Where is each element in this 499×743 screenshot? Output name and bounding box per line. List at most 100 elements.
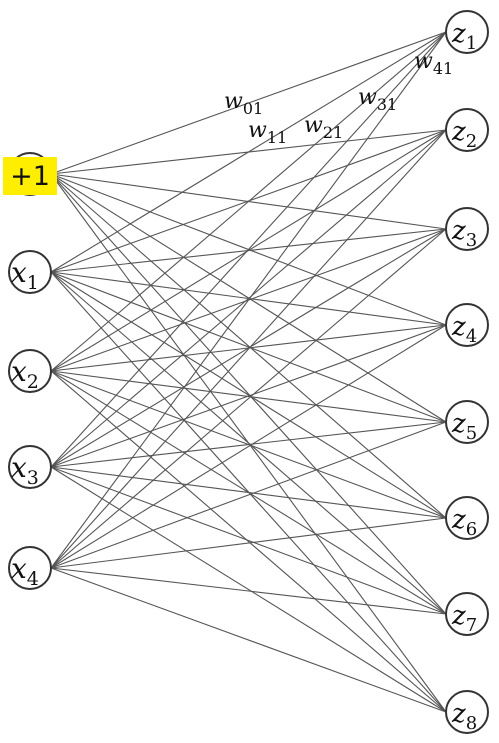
weight-label-w21: w21 (304, 113, 343, 142)
output-node-circle (445, 690, 489, 734)
bias-label: +1 (10, 161, 50, 192)
input-var: x (11, 451, 27, 484)
output-sub: 4 (466, 326, 477, 347)
edge-x4-z1 (50, 31, 447, 569)
edge-x2-z8 (50, 370, 447, 713)
output-node-label: z2 (451, 117, 477, 152)
output-sub: 8 (466, 713, 477, 734)
output-node-z7: z7 (445, 592, 489, 636)
weight-sub: 41 (433, 59, 453, 78)
edge-x4-z6 (50, 517, 447, 569)
edge-x3-z1 (50, 31, 447, 468)
edge-x4-z5 (50, 421, 447, 569)
weight-var: w (414, 49, 433, 74)
weight-var: w (358, 85, 377, 110)
weight-sub: 01 (243, 99, 263, 118)
output-node-z2: z2 (445, 108, 489, 152)
edge-x4-z2 (50, 129, 447, 569)
output-node-z1: z1 (445, 10, 489, 54)
edge-x2-z1 (50, 31, 447, 372)
edge-x3-z4 (50, 324, 447, 468)
input-node-x3: x3 (8, 445, 52, 489)
output-var: z (451, 117, 466, 147)
output-sub: 3 (466, 230, 477, 251)
output-node-label: z5 (451, 409, 477, 444)
output-var: z (451, 699, 466, 729)
edge-x3-z8 (50, 466, 447, 713)
input-node-label: x3 (11, 451, 39, 489)
input-var: x (11, 256, 27, 289)
input-node-x2: x2 (8, 349, 52, 393)
edge-bias-z7 (50, 173, 447, 615)
input-node-circle (8, 445, 52, 489)
output-node-z3: z3 (445, 207, 489, 251)
output-node-z8: z8 (445, 690, 489, 734)
input-node-x1: x1 (8, 250, 52, 294)
output-node-circle (445, 207, 489, 251)
edge-x1-z6 (50, 271, 447, 519)
output-node-label: z8 (451, 699, 477, 734)
output-sub: 5 (466, 423, 477, 444)
weight-sub: 31 (377, 95, 397, 114)
edge-x3-z7 (50, 466, 447, 615)
weight-label-w31: w31 (358, 85, 397, 114)
weight-var: w (224, 89, 243, 114)
edge-bias-z6 (50, 173, 447, 519)
output-var: z (451, 409, 466, 439)
input-sub: 2 (27, 371, 39, 393)
input-node-label: x1 (11, 256, 39, 294)
connection-edges (50, 31, 447, 713)
weight-label-w11: w11 (248, 118, 287, 147)
weight-label-w01: w01 (224, 89, 263, 118)
output-node-circle (445, 496, 489, 540)
edge-x4-z7 (50, 567, 447, 615)
weight-sub: 21 (323, 123, 343, 142)
input-node-label: x4 (11, 552, 39, 590)
edge-x3-z3 (50, 228, 447, 468)
input-sub: 1 (27, 272, 39, 294)
weight-var: w (248, 118, 267, 143)
output-sub: 1 (466, 33, 477, 54)
output-node-z4: z4 (445, 303, 489, 347)
output-sub: 6 (466, 519, 477, 540)
input-var: x (11, 552, 27, 585)
output-var: z (451, 312, 466, 342)
input-sub: 3 (27, 467, 39, 489)
output-node-label: z3 (451, 216, 477, 251)
edge-x1-z7 (50, 271, 447, 615)
input-node-label: x2 (11, 355, 39, 393)
output-node-label: z1 (451, 19, 477, 54)
output-sub: 7 (466, 615, 477, 636)
edge-x1-z5 (50, 271, 447, 423)
edge-bias-z1 (50, 31, 447, 175)
output-node-circle (445, 10, 489, 54)
output-node-circle (445, 108, 489, 152)
output-sub: 2 (466, 131, 477, 152)
input-node-circle (8, 250, 52, 294)
edge-x3-z6 (50, 466, 447, 519)
output-node-label: z7 (451, 601, 477, 636)
edge-x4-z4 (50, 324, 447, 569)
output-var: z (451, 505, 466, 535)
output-node-circle (445, 592, 489, 636)
input-node-circle (8, 349, 52, 393)
edge-x1-z1 (50, 31, 447, 273)
output-var: z (451, 216, 466, 246)
edge-x2-z2 (50, 129, 447, 372)
edge-x4-z3 (50, 228, 447, 569)
output-node-label: z6 (451, 505, 477, 540)
output-node-circle (445, 303, 489, 347)
output-node-circle (445, 400, 489, 444)
input-node-x4: x4 (8, 546, 52, 590)
bias-node: +1 (3, 152, 57, 196)
output-var: z (451, 19, 466, 49)
input-sub: 4 (27, 568, 39, 590)
input-var: x (11, 355, 27, 388)
edge-x4-z8 (50, 567, 447, 713)
weight-var: w (304, 113, 323, 138)
edge-x3-z5 (50, 421, 447, 468)
weight-sub: 11 (267, 128, 287, 147)
weight-label-w41: w41 (414, 49, 453, 78)
output-node-label: z4 (451, 312, 477, 347)
